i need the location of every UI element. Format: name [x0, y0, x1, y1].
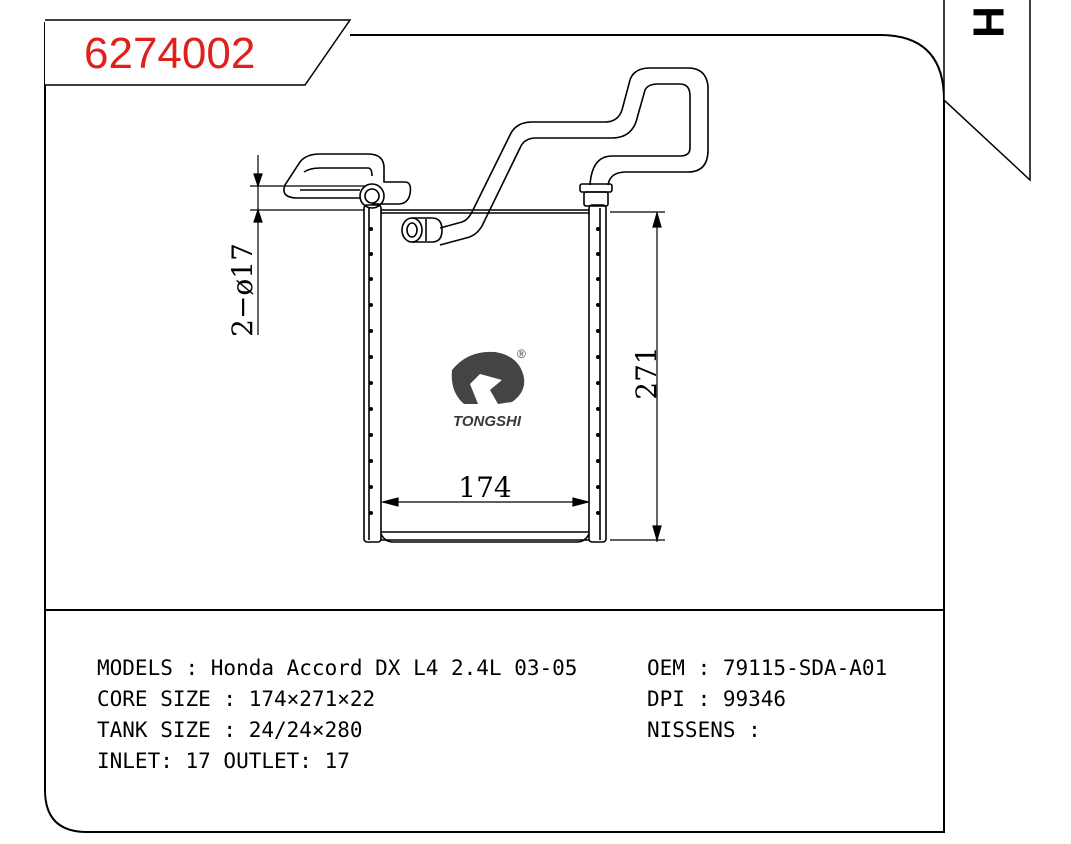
- logo-mark: [451, 351, 525, 404]
- pipe-diameter-label: 2−ø17: [226, 243, 259, 337]
- svg-text:H: H: [963, 6, 1012, 38]
- heater-core: [283, 67, 709, 543]
- spec-core-size: CORE SIZE : 174×271×22: [97, 687, 376, 711]
- tongshi-logo: ® TONGSHI: [451, 347, 526, 430]
- right-tank: [588, 204, 607, 543]
- left-tank: [363, 204, 382, 543]
- spec-oem: OEM : 79115-SDA-A01: [647, 656, 888, 680]
- spec-nissens: NISSENS :: [647, 718, 761, 742]
- inlet-pipe: [283, 153, 412, 205]
- spec-tank-size: TANK SIZE : 24/24×280: [97, 718, 363, 742]
- logo-name: TONGSHI: [453, 413, 522, 430]
- svg-text:2−ø17: 2−ø17: [226, 243, 259, 337]
- side-tab: [943, 0, 1031, 182]
- height-label: 271: [630, 346, 663, 399]
- part-number: 6274002: [84, 29, 255, 78]
- spec-dpi: DPI : 99346: [647, 687, 787, 711]
- spec-models: MODELS : Honda Accord DX L4 2.4L 03-05: [97, 656, 578, 680]
- svg-text:271: 271: [630, 346, 663, 399]
- spec-inlet-outlet: INLET: 17 OUTLET: 17: [97, 749, 350, 773]
- width-label: 174: [458, 471, 511, 504]
- side-tab-h-label: H: [963, 6, 1012, 38]
- tank-rivets: [369, 227, 600, 515]
- logo-registered-mark: ®: [517, 347, 526, 361]
- part-number-tag: [45, 19, 352, 86]
- dimension-lines: [250, 155, 665, 543]
- outlet-pipe: [439, 67, 709, 229]
